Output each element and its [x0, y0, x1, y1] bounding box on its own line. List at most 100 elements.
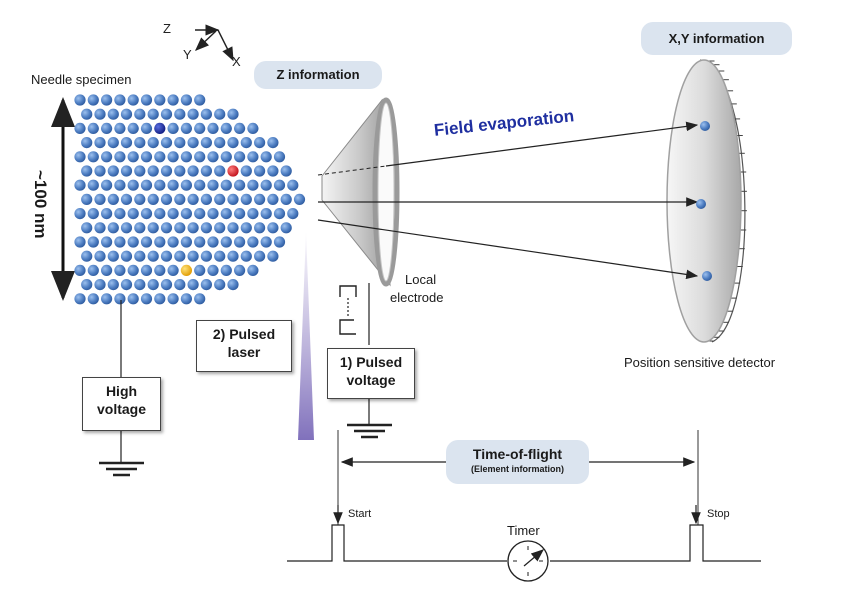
atom	[140, 122, 153, 134]
atom	[227, 193, 239, 205]
atom	[214, 165, 226, 177]
atom	[167, 293, 179, 305]
atom	[154, 208, 166, 220]
atom	[273, 208, 286, 220]
atom	[194, 151, 206, 163]
tof-title: Time-of-flight	[472, 446, 563, 462]
atom	[174, 250, 186, 262]
atom	[140, 208, 153, 220]
atom	[280, 165, 292, 177]
atom	[254, 165, 266, 177]
atom	[114, 94, 126, 106]
atom	[127, 208, 139, 220]
high-voltage-line1: High	[105, 383, 138, 399]
atom	[74, 293, 86, 305]
atom	[267, 165, 279, 177]
atom	[200, 137, 212, 149]
atom	[134, 137, 146, 149]
atom	[207, 122, 219, 134]
atom	[234, 208, 246, 220]
atom	[180, 264, 192, 276]
atom	[200, 222, 212, 234]
high-voltage-line2: voltage	[96, 401, 146, 417]
atom	[220, 151, 232, 163]
atom	[94, 222, 106, 234]
z-information-label: Z information	[276, 67, 360, 82]
atom	[247, 122, 259, 134]
atom	[267, 137, 279, 149]
pulsed-laser-line2: laser	[227, 344, 261, 360]
atom	[140, 293, 153, 305]
atom	[114, 293, 126, 305]
atom	[114, 179, 126, 191]
atom	[260, 151, 272, 163]
atom	[194, 122, 206, 134]
atom	[147, 137, 159, 149]
atom	[87, 94, 99, 106]
pulsed-laser-box: 2) Pulsed laser	[196, 320, 292, 372]
ground-symbol-icon	[347, 423, 392, 439]
local-electrode-label-line2: electrode	[390, 290, 444, 305]
atom	[114, 122, 126, 134]
atom	[254, 137, 266, 149]
atom	[227, 279, 239, 291]
atom	[220, 264, 232, 276]
atom	[101, 293, 113, 305]
atom	[254, 250, 266, 262]
atom	[134, 193, 146, 205]
xy-information-label: X,Y information	[668, 31, 765, 46]
atom	[154, 293, 166, 305]
atom	[200, 250, 212, 262]
high-voltage-box: High voltage	[82, 377, 161, 431]
atom	[240, 193, 252, 205]
atom	[187, 108, 199, 120]
atom	[293, 193, 306, 205]
atom	[200, 193, 212, 205]
atom	[94, 250, 106, 262]
atom	[227, 108, 239, 120]
atom	[154, 94, 166, 106]
atom	[234, 236, 246, 248]
atom	[227, 137, 239, 149]
atom	[74, 94, 86, 106]
atom	[147, 108, 159, 120]
atom	[207, 151, 219, 163]
atom	[194, 236, 206, 248]
atom	[180, 293, 192, 305]
atom	[240, 250, 252, 262]
atom	[87, 179, 99, 191]
atom	[187, 193, 199, 205]
atom	[227, 222, 239, 234]
atom	[194, 208, 206, 220]
atom	[220, 208, 232, 220]
atom	[220, 122, 232, 134]
atom	[247, 264, 259, 276]
atom	[87, 264, 99, 276]
atom	[81, 279, 93, 291]
ion-trajectories	[317, 121, 699, 280]
atom	[74, 208, 86, 220]
atom	[207, 236, 219, 248]
atom	[101, 179, 113, 191]
atom	[127, 293, 139, 305]
atom	[214, 108, 226, 120]
atom	[74, 151, 86, 163]
atom	[180, 122, 192, 134]
x-axis-label: X	[232, 54, 241, 69]
atom	[101, 122, 113, 134]
needle-specimen-atoms	[74, 94, 306, 305]
atom	[107, 250, 119, 262]
atom	[101, 236, 113, 248]
atom	[220, 179, 232, 191]
local-electrode-cone	[321, 97, 400, 287]
atom	[107, 279, 119, 291]
atom	[81, 165, 93, 177]
tof-subtitle: (Element information)	[470, 464, 564, 474]
atom	[81, 222, 93, 234]
atom	[240, 137, 252, 149]
atom	[200, 165, 212, 177]
tof-pill: Time-of-flight (Element information)	[446, 440, 589, 484]
atom	[160, 193, 173, 205]
atom	[174, 222, 186, 234]
atom	[180, 151, 192, 163]
